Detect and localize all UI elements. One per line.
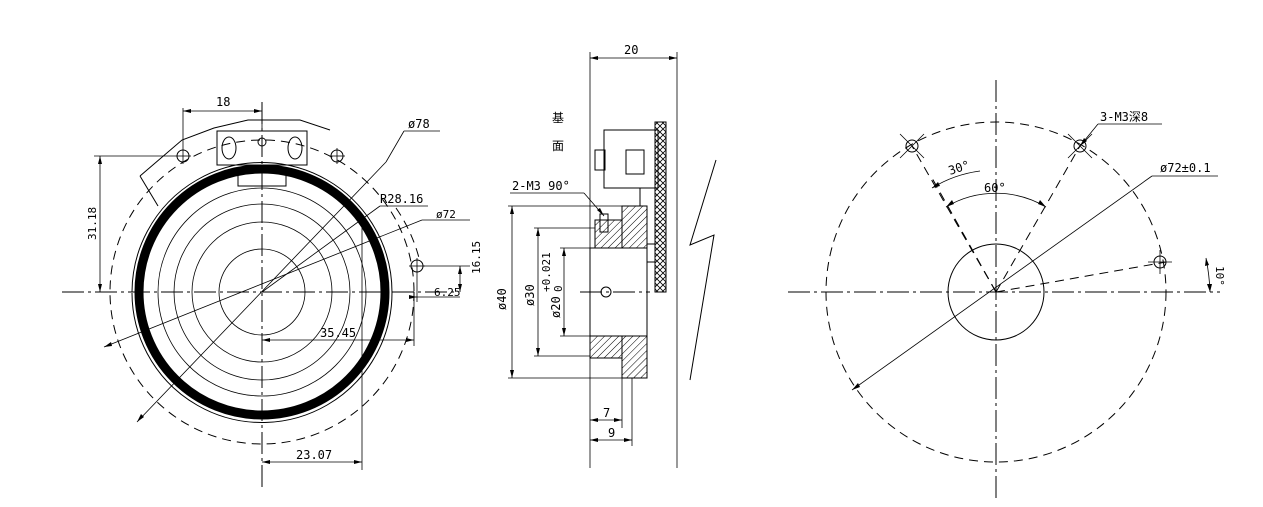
dim-9-label: 9	[608, 426, 615, 440]
left-view: 18 31.18 ø78 R28.16 ø72 16.15	[62, 95, 483, 490]
bearing-ring	[134, 164, 390, 420]
shaft-bore-circle	[947, 243, 1045, 341]
right-view: 3-M3深8 30° 60° ø72±0.1 10°	[788, 80, 1226, 500]
inner-circle-1	[157, 187, 367, 397]
angle-60-label: 60°	[984, 181, 1006, 195]
center-hole-top	[257, 137, 267, 147]
phi72-pitch-circle	[825, 121, 1167, 463]
mounting-flange-outline	[139, 119, 331, 177]
housing-block	[603, 129, 659, 189]
datum-char-1: 基	[552, 111, 564, 125]
inner-circle-3	[191, 221, 333, 363]
angle-10-label: 10°	[1213, 266, 1226, 286]
dim-6-25-label: 6.25	[434, 286, 461, 299]
dim-phi78-label: ø78	[408, 117, 430, 131]
angle-30-label: 30°	[947, 158, 972, 178]
inner-circle-4	[218, 248, 306, 336]
hub-bottom-section	[621, 335, 648, 379]
dim-7-label: 7	[603, 406, 610, 420]
connector-block	[216, 130, 308, 166]
dim-phi30-label: ø30	[523, 284, 537, 306]
dim-16-15-label: 16.15	[470, 241, 483, 274]
tol-lower: 0	[552, 285, 565, 292]
dim-phi72-tol-label: ø72±0.1	[1160, 161, 1211, 175]
dim-phi40-label: ø40	[495, 288, 509, 310]
flange-edge	[139, 175, 159, 207]
dim-20-label: 20	[624, 43, 638, 57]
slot-right	[287, 136, 303, 160]
dim-18-label: 18	[216, 95, 230, 109]
hub-top-section	[621, 205, 648, 249]
hole-note: 3-M3深8	[1100, 110, 1148, 124]
hub-bottom-inner	[589, 335, 623, 359]
set-screw-hole	[600, 286, 612, 298]
thread-note: 2-M3 90°	[512, 179, 570, 193]
dim-phi72-label: ø72	[436, 208, 456, 221]
dim-23-07-label: 23.07	[296, 448, 332, 462]
connector-tab	[237, 167, 287, 187]
dim-R28-label: R28.16	[380, 192, 423, 206]
inner-circle-2	[173, 203, 351, 381]
break-line	[689, 159, 717, 381]
dim-phi20-label: ø20	[549, 296, 563, 318]
pcb-hatched	[654, 121, 667, 293]
slot-left	[221, 136, 237, 160]
dim-35-45-label: 35.45	[320, 326, 356, 340]
dim-31-18-label: 31.18	[86, 207, 99, 240]
hole-3	[1148, 250, 1172, 274]
hole-1	[899, 133, 925, 159]
tol-upper: +0.021	[540, 252, 553, 292]
datum-char-2: 面	[552, 139, 564, 153]
middle-view: 20 基 面 2-M3 90° ø40	[495, 43, 717, 468]
outer-solid-circle	[131, 162, 393, 423]
set-screw	[599, 213, 609, 233]
